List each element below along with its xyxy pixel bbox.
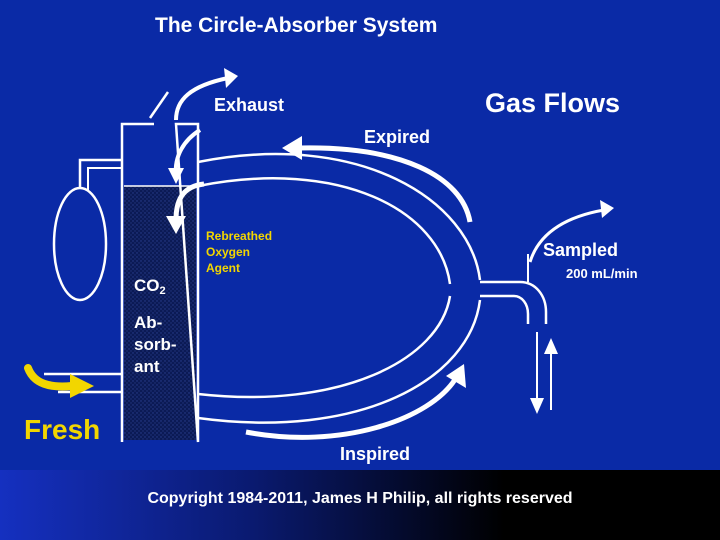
- copyright-text: Copyright 1984-2011, James H Philip, all…: [147, 490, 573, 507]
- sampled-arrowhead: [600, 200, 614, 218]
- co2-label: CO2: [134, 276, 166, 297]
- expiratory-limb-inner: [197, 177, 452, 285]
- fresh-gas-pipe: [44, 372, 122, 394]
- circle-system-diagram: [24, 68, 614, 443]
- rebreathed-arrow: [173, 181, 205, 221]
- canister-outline: [120, 122, 200, 443]
- fresh-arrow: [24, 364, 76, 391]
- bag-neck-inner: [87, 167, 122, 190]
- inspired-arrow: [245, 376, 459, 440]
- oxygen-label: Oxygen: [206, 245, 251, 259]
- expired-arrowhead: [282, 136, 302, 160]
- patient-out-arrowhead: [544, 338, 558, 354]
- sampled-label: Sampled: [543, 240, 619, 260]
- rebreathed-arrowhead: [166, 216, 186, 234]
- reservoir-bag: [52, 186, 108, 302]
- exhaust-arrowhead: [224, 68, 238, 88]
- fresh-label: Fresh: [24, 414, 101, 445]
- agent-label: Agent: [206, 261, 240, 275]
- inspired-label: Inspired: [340, 444, 411, 464]
- co2-subscript: 2: [159, 285, 166, 297]
- fresh-arrowhead: [70, 374, 94, 398]
- slide-title: The Circle-Absorber System: [155, 14, 438, 37]
- inspired-arrowhead: [446, 364, 466, 388]
- sample-rate-label: 200 mL/min: [566, 266, 638, 281]
- sampled-arrow: [528, 208, 605, 263]
- exhaust-label: Exhaust: [214, 95, 285, 115]
- patient-in-arrowhead: [530, 398, 544, 414]
- inspiratory-limb-inner: [197, 295, 452, 399]
- y-piece-inner: [480, 294, 530, 324]
- exhaust-arrow: [174, 76, 229, 121]
- absorbent-label: Ab- sorb- ant: [134, 313, 177, 376]
- inspiratory-limb: [197, 299, 482, 424]
- exhaust-return-arrowhead: [168, 168, 184, 184]
- footer-bar: [0, 470, 720, 540]
- y-piece: [480, 280, 548, 324]
- co2-main: CO: [134, 276, 160, 295]
- expired-label: Expired: [364, 127, 431, 147]
- rebreathed-list: Rebreathed Oxygen Agent: [206, 228, 272, 276]
- exhaust-valve-flap: [148, 91, 170, 119]
- expired-arrow: [299, 145, 473, 223]
- expiratory-limb: [197, 152, 482, 281]
- bag-neck: [78, 158, 122, 188]
- rebreathed-label: Rebreathed: [206, 229, 273, 243]
- gas-flows-heading: Gas Flows: [485, 88, 621, 118]
